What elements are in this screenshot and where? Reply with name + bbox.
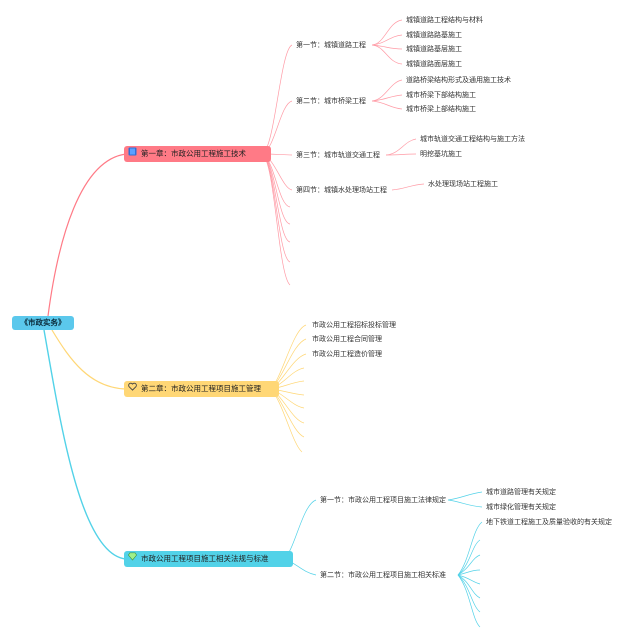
section-3-1[interactable]: 第一节：市政公用工程项目施工法律规定: [320, 496, 446, 504]
item-3-1-2[interactable]: 城市绿化管理有关规定: [486, 503, 556, 511]
section-1-4[interactable]: 第四节：城镇水处理场站工程: [296, 186, 387, 194]
diamond-icon: [128, 551, 137, 567]
section-1-1[interactable]: 第一节：城镇道路工程: [296, 41, 366, 49]
chapter-3-node[interactable]: 市政公用工程项目施工相关法规与标准: [124, 551, 293, 567]
item-3-2-1[interactable]: 地下铁道工程施工及质量验收的有关规定: [486, 518, 612, 526]
item-1-4-1[interactable]: 水处理现场站工程施工: [428, 180, 498, 188]
section-3-2[interactable]: 第二节：市政公用工程项目施工相关标准: [320, 571, 446, 579]
chapter-1-node[interactable]: 第一章：市政公用工程施工技术: [124, 146, 271, 162]
item-3-1-1[interactable]: 城市道路管理有关规定: [486, 488, 556, 496]
item-2-2[interactable]: 市政公用工程合同管理: [312, 335, 382, 343]
item-1-3-2[interactable]: 明挖基坑施工: [420, 150, 462, 158]
item-1-1-2[interactable]: 城镇道路路基施工: [406, 31, 462, 39]
item-1-2-1[interactable]: 道路桥梁结构形式及通用施工技术: [406, 76, 511, 84]
book-icon: [128, 146, 137, 162]
section-1-2[interactable]: 第二节：城市桥梁工程: [296, 97, 366, 105]
chapter-2-label: 第二章：市政公用工程项目施工管理: [141, 384, 261, 393]
item-1-2-3[interactable]: 城市桥梁上部结构施工: [406, 105, 476, 113]
item-1-1-1[interactable]: 城镇道路工程结构与材料: [406, 16, 483, 24]
chapter-1-label: 第一章：市政公用工程施工技术: [141, 149, 246, 158]
ch3-branches: [283, 491, 483, 628]
item-1-2-2[interactable]: 城市桥梁下部结构施工: [406, 91, 476, 99]
section-1-3[interactable]: 第三节：城市轨道交通工程: [296, 151, 380, 159]
connector-root-ch2: [51, 329, 127, 390]
item-1-1-4[interactable]: 城镇道路面层施工: [406, 60, 462, 68]
chapter-2-node[interactable]: 第二章：市政公用工程项目施工管理: [124, 381, 279, 397]
item-2-3[interactable]: 市政公用工程造价管理: [312, 350, 382, 358]
item-2-1[interactable]: 市政公用工程招标投标管理: [312, 321, 396, 329]
connector-root-ch1: [47, 153, 127, 317]
item-1-3-1[interactable]: 城市轨道交通工程结构与施工方法: [420, 135, 525, 143]
root-node[interactable]: 《市政实务》: [12, 316, 74, 330]
heart-icon: [128, 381, 137, 397]
item-1-1-3[interactable]: 城镇道路基层施工: [406, 45, 462, 53]
connector-root-ch3: [43, 329, 127, 560]
chapter-3-label: 市政公用工程项目施工相关法规与标准: [141, 554, 269, 563]
